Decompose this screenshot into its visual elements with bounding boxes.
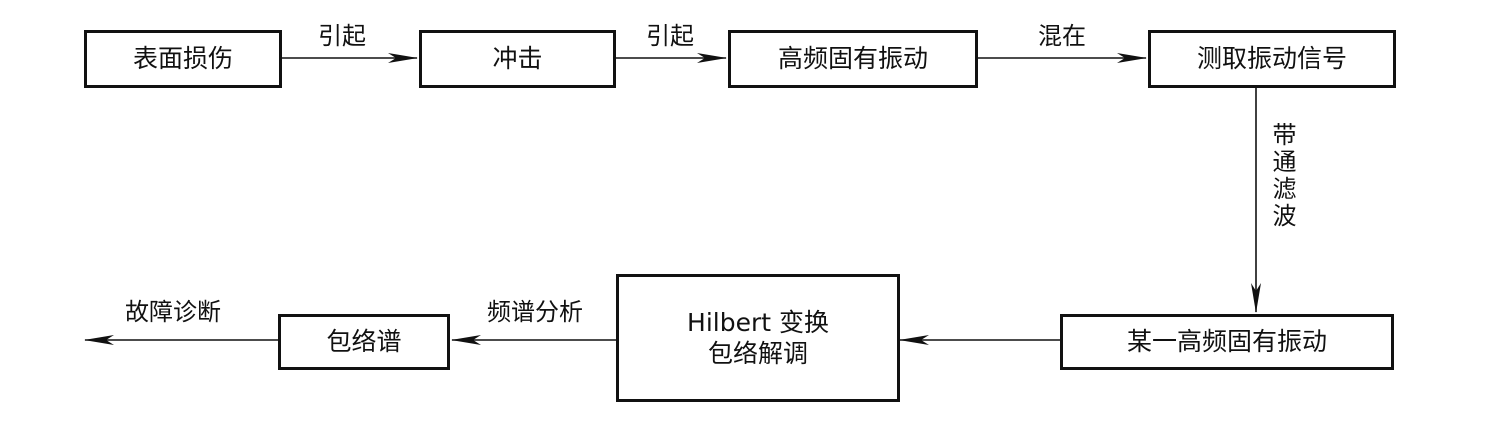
node-envelope-spectrum: 包络谱 xyxy=(278,314,450,370)
edge-label-cause-1: 引起 xyxy=(318,22,366,50)
node-hilbert-demodulation: Hilbert 变换 包络解调 xyxy=(616,274,900,402)
node-envelope-spectrum-label: 包络谱 xyxy=(326,327,402,356)
edge-label-fault-diagnosis: 故障诊断 xyxy=(125,298,221,326)
node-impact: 冲击 xyxy=(419,30,616,88)
node-surface-damage-label: 表面损伤 xyxy=(132,44,233,73)
node-some-hf-vibration: 某一高频固有振动 xyxy=(1060,314,1394,370)
edge-label-spectrum-analysis: 频谱分析 xyxy=(487,298,583,326)
node-measured-signal: 测取振动信号 xyxy=(1148,30,1396,88)
node-surface-damage: 表面损伤 xyxy=(84,30,282,88)
node-some-hf-vibration-label: 某一高频固有振动 xyxy=(1126,327,1327,356)
edge-label-bandpass: 带通滤波 xyxy=(1268,122,1296,230)
node-hf-natural-vibration: 高频固有振动 xyxy=(728,30,978,88)
node-measured-signal-label: 测取振动信号 xyxy=(1196,44,1347,73)
edge-label-mixed: 混在 xyxy=(1038,22,1086,50)
node-impact-label: 冲击 xyxy=(492,44,543,73)
edge-label-cause-2: 引起 xyxy=(646,22,694,50)
node-hf-natural-vibration-label: 高频固有振动 xyxy=(777,44,928,73)
node-hilbert-line1: Hilbert 变换 xyxy=(687,308,829,337)
node-hilbert-line2: 包络解调 xyxy=(707,339,808,368)
